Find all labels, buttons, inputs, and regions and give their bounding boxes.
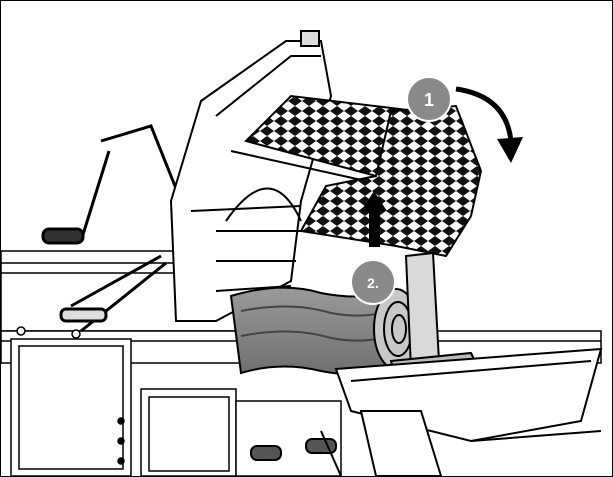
bottom-legs: [250, 410, 443, 476]
step-badge-2-label: 2.: [367, 275, 379, 291]
saw-housing: [169, 30, 333, 322]
step-badge-2: 2.: [350, 259, 396, 305]
step-badge-1: 1: [406, 76, 452, 122]
rotating-mesh-cover: [299, 104, 483, 258]
curved-arrow-clockwise-icon: [455, 86, 523, 163]
step-badge-1-label: 1: [424, 90, 434, 110]
straight-arrow-up-icon: [361, 191, 387, 247]
log: [229, 286, 419, 376]
crank-handle: [41, 124, 183, 333]
